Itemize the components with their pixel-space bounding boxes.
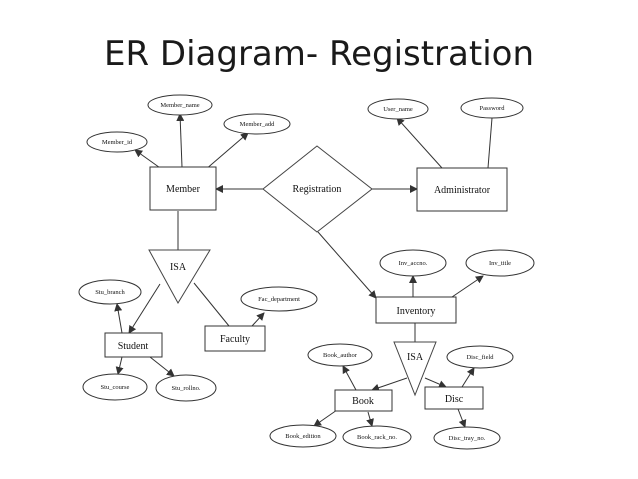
relationship-registration: Registration — [262, 145, 373, 233]
connector-isa-faculty — [193, 282, 230, 327]
svg-text:Book_edition: Book_edition — [285, 433, 321, 440]
entity-book: Book — [334, 389, 393, 412]
relationship-isa-member: ISA — [148, 249, 211, 305]
attribute-stu-rollno: Stu_rollno. — [155, 374, 217, 402]
entity-disc: Disc — [424, 386, 484, 410]
attribute-book-edition: Book_edition — [269, 424, 337, 448]
connector-book-author — [342, 365, 357, 391]
svg-text:Inv_accno.: Inv_accno. — [399, 260, 428, 267]
attribute-member-name: Member_name — [147, 94, 213, 116]
attribute-book-rack-no: Book_rack_no. — [342, 425, 412, 449]
svg-text:User_name: User_name — [383, 106, 413, 113]
entity-faculty: Faculty — [204, 325, 266, 352]
svg-text:Disc_tray_no.: Disc_tray_no. — [449, 435, 486, 442]
connector-isa-disc — [424, 377, 447, 388]
attribute-disc-field: Disc_field — [446, 345, 514, 369]
svg-text:Member_id: Member_id — [102, 139, 133, 146]
attribute-disc-tray-no: Disc_tray_no. — [433, 426, 501, 450]
attribute-member-add: Member_add — [223, 113, 291, 135]
svg-text:Member_add: Member_add — [240, 121, 275, 128]
attribute-stu-branch: Stu_branch — [78, 279, 142, 305]
connector-student-rollno — [149, 356, 175, 377]
relationship-isa-inventory: ISA — [393, 341, 437, 397]
connector-disc-trayno — [457, 408, 467, 428]
connector-isa-student — [128, 283, 161, 334]
connector-student-branch — [114, 303, 123, 334]
connector-faculty-department — [251, 312, 265, 327]
attribute-stu-course: Stu_course — [82, 373, 148, 401]
entity-inventory: Inventory — [375, 296, 457, 324]
connector-administrator-username — [396, 117, 443, 169]
entity-administrator-label: Administrator — [434, 185, 491, 196]
page-title: ER Diagram- Registration — [104, 34, 534, 74]
svg-text:Stu_course: Stu_course — [101, 384, 130, 391]
relationship-isa-inventory-label: ISA — [407, 352, 424, 363]
svg-text:Disc_field: Disc_field — [466, 354, 494, 361]
svg-text:Inv_title: Inv_title — [489, 260, 511, 267]
connector-book-edition — [313, 409, 338, 427]
entity-disc-label: Disc — [445, 394, 464, 405]
svg-text:Book_author: Book_author — [323, 352, 358, 359]
connector-registration-inventory — [317, 231, 377, 299]
svg-text:Book_rack_no.: Book_rack_no. — [357, 434, 397, 441]
attribute-user-name: User_name — [367, 98, 429, 120]
relationship-registration-label: Registration — [293, 184, 342, 195]
entity-book-label: Book — [352, 396, 374, 407]
attribute-fac-department: Fac_department — [240, 286, 318, 312]
attribute-inv-title: Inv_title — [465, 249, 535, 277]
entity-faculty-label: Faculty — [220, 334, 250, 345]
svg-text:Stu_rollno.: Stu_rollno. — [171, 385, 200, 392]
connector-administrator-password — [487, 117, 493, 169]
attribute-password: Password — [460, 97, 524, 119]
attribute-member-id: Member_id — [86, 131, 148, 153]
relationship-isa-member-label: ISA — [170, 262, 187, 273]
connector-book-rackno — [366, 411, 374, 427]
svg-text:Password: Password — [480, 105, 506, 112]
entity-member-label: Member — [166, 184, 201, 195]
connector-member-name — [176, 113, 185, 168]
entity-student: Student — [104, 332, 163, 358]
connector-student-course — [115, 356, 124, 375]
attribute-inv-accno: Inv_accno. — [379, 249, 447, 277]
connector-disc-field — [461, 367, 475, 388]
entity-student-label: Student — [118, 341, 149, 352]
svg-text:Fac_department: Fac_department — [258, 296, 300, 303]
entity-member: Member — [149, 166, 217, 211]
connector-isa-book — [371, 377, 408, 392]
svg-text:Member_name: Member_name — [160, 102, 199, 109]
attribute-book-author: Book_author — [307, 343, 373, 367]
entity-administrator: Administrator — [416, 167, 508, 212]
connector-member-add — [204, 132, 249, 171]
connector-inventory-title — [451, 275, 484, 298]
entity-inventory-label: Inventory — [397, 306, 436, 317]
svg-text:Stu_branch: Stu_branch — [95, 289, 125, 296]
